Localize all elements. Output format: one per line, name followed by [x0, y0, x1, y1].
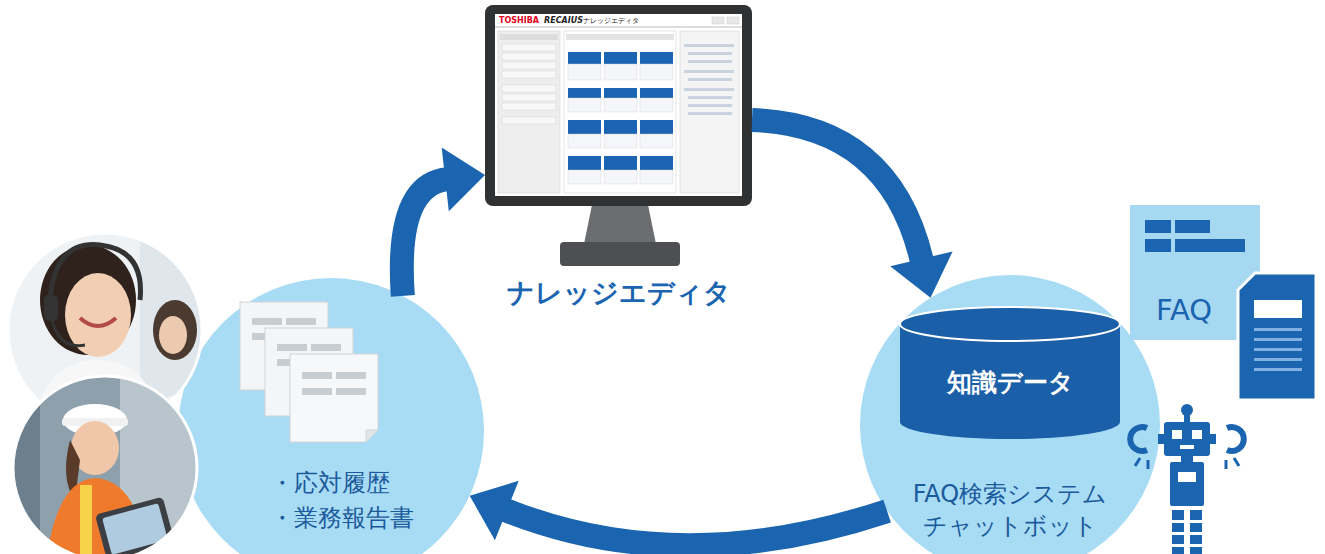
node-text: ナレッジエディタ	[485, 277, 752, 309]
text-block: 知識データ	[900, 367, 1120, 399]
cycle-arrow	[752, 120, 953, 298]
product-name: RECAIUS	[544, 16, 583, 26]
monitor	[485, 5, 752, 266]
arrow-head	[890, 252, 952, 298]
node-text: ・応対履歴	[270, 466, 470, 501]
robot-icon	[1130, 404, 1244, 554]
cycle-arrow	[402, 148, 485, 296]
worker-photo	[0, 370, 210, 554]
node-text: FAQ検索システム チャットボット	[905, 478, 1115, 542]
node-text: ・業務報告書	[270, 501, 470, 536]
arrow-body	[752, 120, 922, 261]
brand-logo: TOSHIBA	[499, 16, 539, 26]
text-block: ・応対履歴・業務報告書	[270, 466, 470, 536]
output-circle: FAQ検索システム チャットボット 知識データ	[860, 275, 1160, 554]
arrow-body	[505, 510, 887, 545]
text-block: FAQ検索システム チャットボット	[905, 478, 1115, 542]
text-block: FAQ	[1156, 293, 1236, 327]
knowledge-cylinder: 知識データ	[900, 307, 1120, 439]
faq-icon	[1145, 220, 1316, 400]
cycle-arrow	[470, 481, 887, 545]
arrow-body	[402, 179, 447, 296]
text-block: ナレッジエディタ	[485, 277, 752, 309]
arrow-head	[442, 148, 485, 212]
node-text: FAQ	[1156, 293, 1236, 327]
arrow-head	[470, 481, 519, 540]
app-title: ナレッジエディタ	[583, 16, 639, 26]
document-icons	[240, 302, 378, 442]
node-text: 知識データ	[900, 367, 1120, 399]
